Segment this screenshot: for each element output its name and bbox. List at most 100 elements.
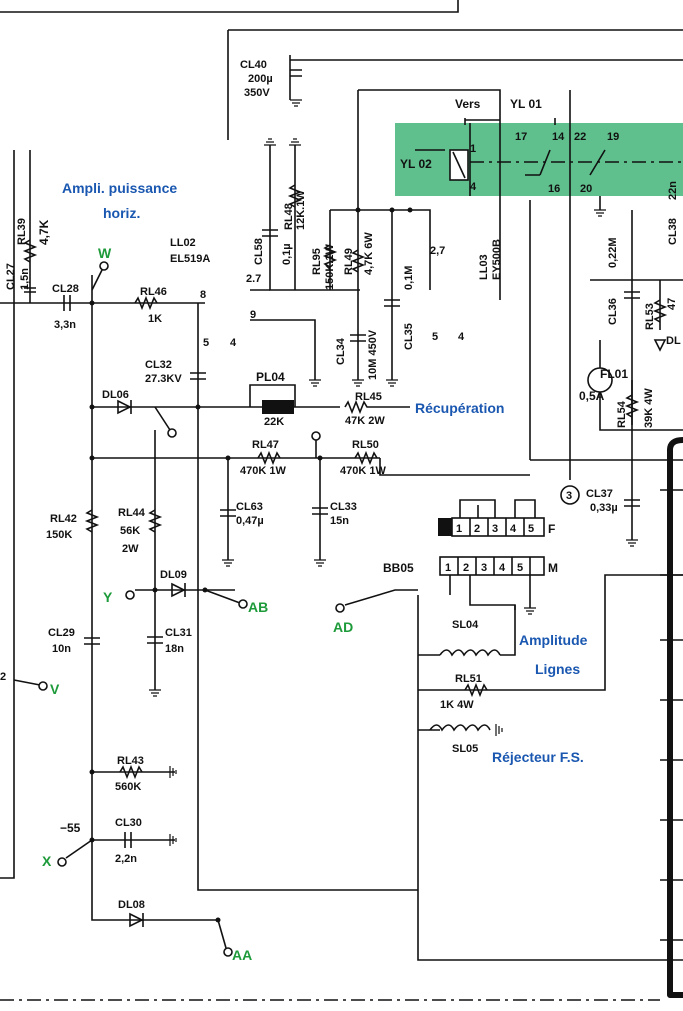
- cl32-value: 27.3KV: [145, 373, 182, 385]
- rl47-label: RL47: [252, 439, 279, 451]
- terminal-ad-label: AD: [333, 619, 353, 635]
- cl30-value: 2,2n: [115, 853, 137, 865]
- pin-27b: 2.7: [246, 273, 261, 285]
- dl-partial-label: DL: [666, 335, 681, 347]
- relay-pin-4: 4: [470, 181, 477, 193]
- cl37-label: CL37: [586, 488, 613, 500]
- rl43-value: 560K: [115, 781, 141, 793]
- pin-4b: 4: [458, 331, 465, 343]
- rl44-value2: 2W: [122, 543, 139, 555]
- ll03-label: LL03: [478, 254, 490, 280]
- vers-label: Vers: [455, 97, 481, 111]
- cl27-label: CL27: [5, 263, 17, 290]
- cl34-value: 10M 450V: [367, 329, 379, 380]
- cl31-label: CL31: [165, 627, 192, 639]
- dl08-label: DL08: [118, 899, 145, 911]
- cl33-label: CL33: [330, 501, 357, 513]
- cl27-value: 1,5n: [19, 268, 31, 290]
- connector-f-label: F: [548, 522, 555, 536]
- rl42-label: RL42: [50, 513, 77, 525]
- cl37-value: 0,33µ: [590, 502, 618, 514]
- terminal-y-label: Y: [103, 589, 113, 605]
- sl05-label: SL05: [452, 743, 478, 755]
- minus55-label: −55: [60, 821, 81, 835]
- rl45-label: RL45: [355, 391, 382, 403]
- terminal-v-label: V: [50, 681, 60, 697]
- rl39-value: 4,7K: [37, 219, 51, 245]
- recuperation-label: Récupération: [415, 400, 504, 416]
- f-pin-4: 4: [510, 523, 517, 535]
- pin-5a: 5: [203, 337, 209, 349]
- pin-2: 2: [0, 671, 6, 683]
- cl29-label: CL29: [48, 627, 75, 639]
- rl44-value1: 56K: [120, 525, 140, 537]
- rl54-label: RL54: [616, 400, 628, 428]
- rl48-label: RL48: [283, 203, 295, 230]
- rl50-value: 470K 1W: [340, 465, 386, 477]
- ampli-label: Ampli. puissance: [62, 180, 177, 196]
- pl04-label: PL04: [256, 370, 285, 384]
- rl48-value: 12K.1W: [295, 190, 307, 230]
- amplitude-label: Amplitude: [519, 632, 588, 648]
- pin-5b: 5: [432, 331, 438, 343]
- f-pin-5: 5: [528, 523, 534, 535]
- rl44-label: RL44: [118, 507, 146, 519]
- yl01-label: YL 01: [510, 97, 542, 111]
- cl35-label: CL35: [403, 323, 415, 350]
- cl63-label: CL63: [236, 501, 263, 513]
- rl49-label: RL49: [343, 248, 355, 275]
- cl28-label: CL28: [52, 283, 79, 295]
- m-pin-3: 3: [481, 562, 487, 574]
- rejecteur-label: Réjecteur F.S.: [492, 749, 584, 765]
- dl09-label: DL09: [160, 569, 187, 581]
- cl33-value: 15n: [330, 515, 349, 527]
- rl45-value: 47K 2W: [345, 415, 385, 427]
- rl46-value: 1K: [148, 313, 162, 325]
- pin-4a: 4: [230, 337, 237, 349]
- cl40-label: CL40: [240, 59, 267, 71]
- cl40-value1: 200µ: [248, 73, 273, 85]
- rl47-value: 470K 1W: [240, 465, 286, 477]
- rl43-label: RL43: [117, 755, 144, 767]
- terminal-x-label: X: [42, 853, 52, 869]
- terminal-w-label: W: [98, 245, 112, 261]
- connector-m-label: M: [548, 561, 558, 575]
- pl04-pot: [262, 400, 294, 414]
- rl54-value: 39K 4W: [643, 388, 655, 428]
- pin-27a: 2,7: [430, 245, 445, 257]
- m-pin-4: 4: [499, 562, 506, 574]
- ey500b-label: EY500B: [491, 239, 503, 280]
- rl95-value: 150K.1W: [324, 244, 336, 290]
- rl51-value: 1K 4W: [440, 699, 474, 711]
- relay-highlight: [395, 123, 683, 196]
- pin-9: 9: [250, 309, 256, 321]
- relay-pin-1: 1: [470, 143, 476, 155]
- rl49-value: 4,7K 6W: [363, 232, 375, 275]
- cl58-value: 0,1µ: [281, 243, 293, 265]
- relay-pin-17: 17: [515, 131, 527, 143]
- cl40-value2: 350V: [244, 87, 270, 99]
- cl34-label: CL34: [335, 337, 347, 365]
- sl04-label: SL04: [452, 619, 479, 631]
- cl31-value: 18n: [165, 643, 184, 655]
- ground-symbols: [149, 99, 638, 846]
- cl32-label: CL32: [145, 359, 172, 371]
- rl53-value: 47: [666, 298, 678, 310]
- pin-8: 8: [200, 289, 206, 301]
- node-3-label: 3: [566, 490, 572, 502]
- relay-pin-20: 20: [580, 183, 592, 195]
- rl95-label: RL95: [311, 248, 323, 275]
- cl35-value: 0,1M: [403, 266, 415, 290]
- yl02-label: YL 02: [400, 157, 432, 171]
- cl38-label: CL38: [667, 218, 679, 245]
- rl53-label: RL53: [644, 303, 656, 330]
- f-pin-2: 2: [474, 523, 480, 535]
- rl39-label: RL39: [16, 218, 28, 245]
- dl06-label: DL06: [102, 389, 129, 401]
- ll02-label: LL02: [170, 237, 196, 249]
- cl58-label: CL58: [253, 238, 265, 265]
- cl29-value: 10n: [52, 643, 71, 655]
- f-pin-3: 3: [492, 523, 498, 535]
- lignes-label: Lignes: [535, 661, 580, 677]
